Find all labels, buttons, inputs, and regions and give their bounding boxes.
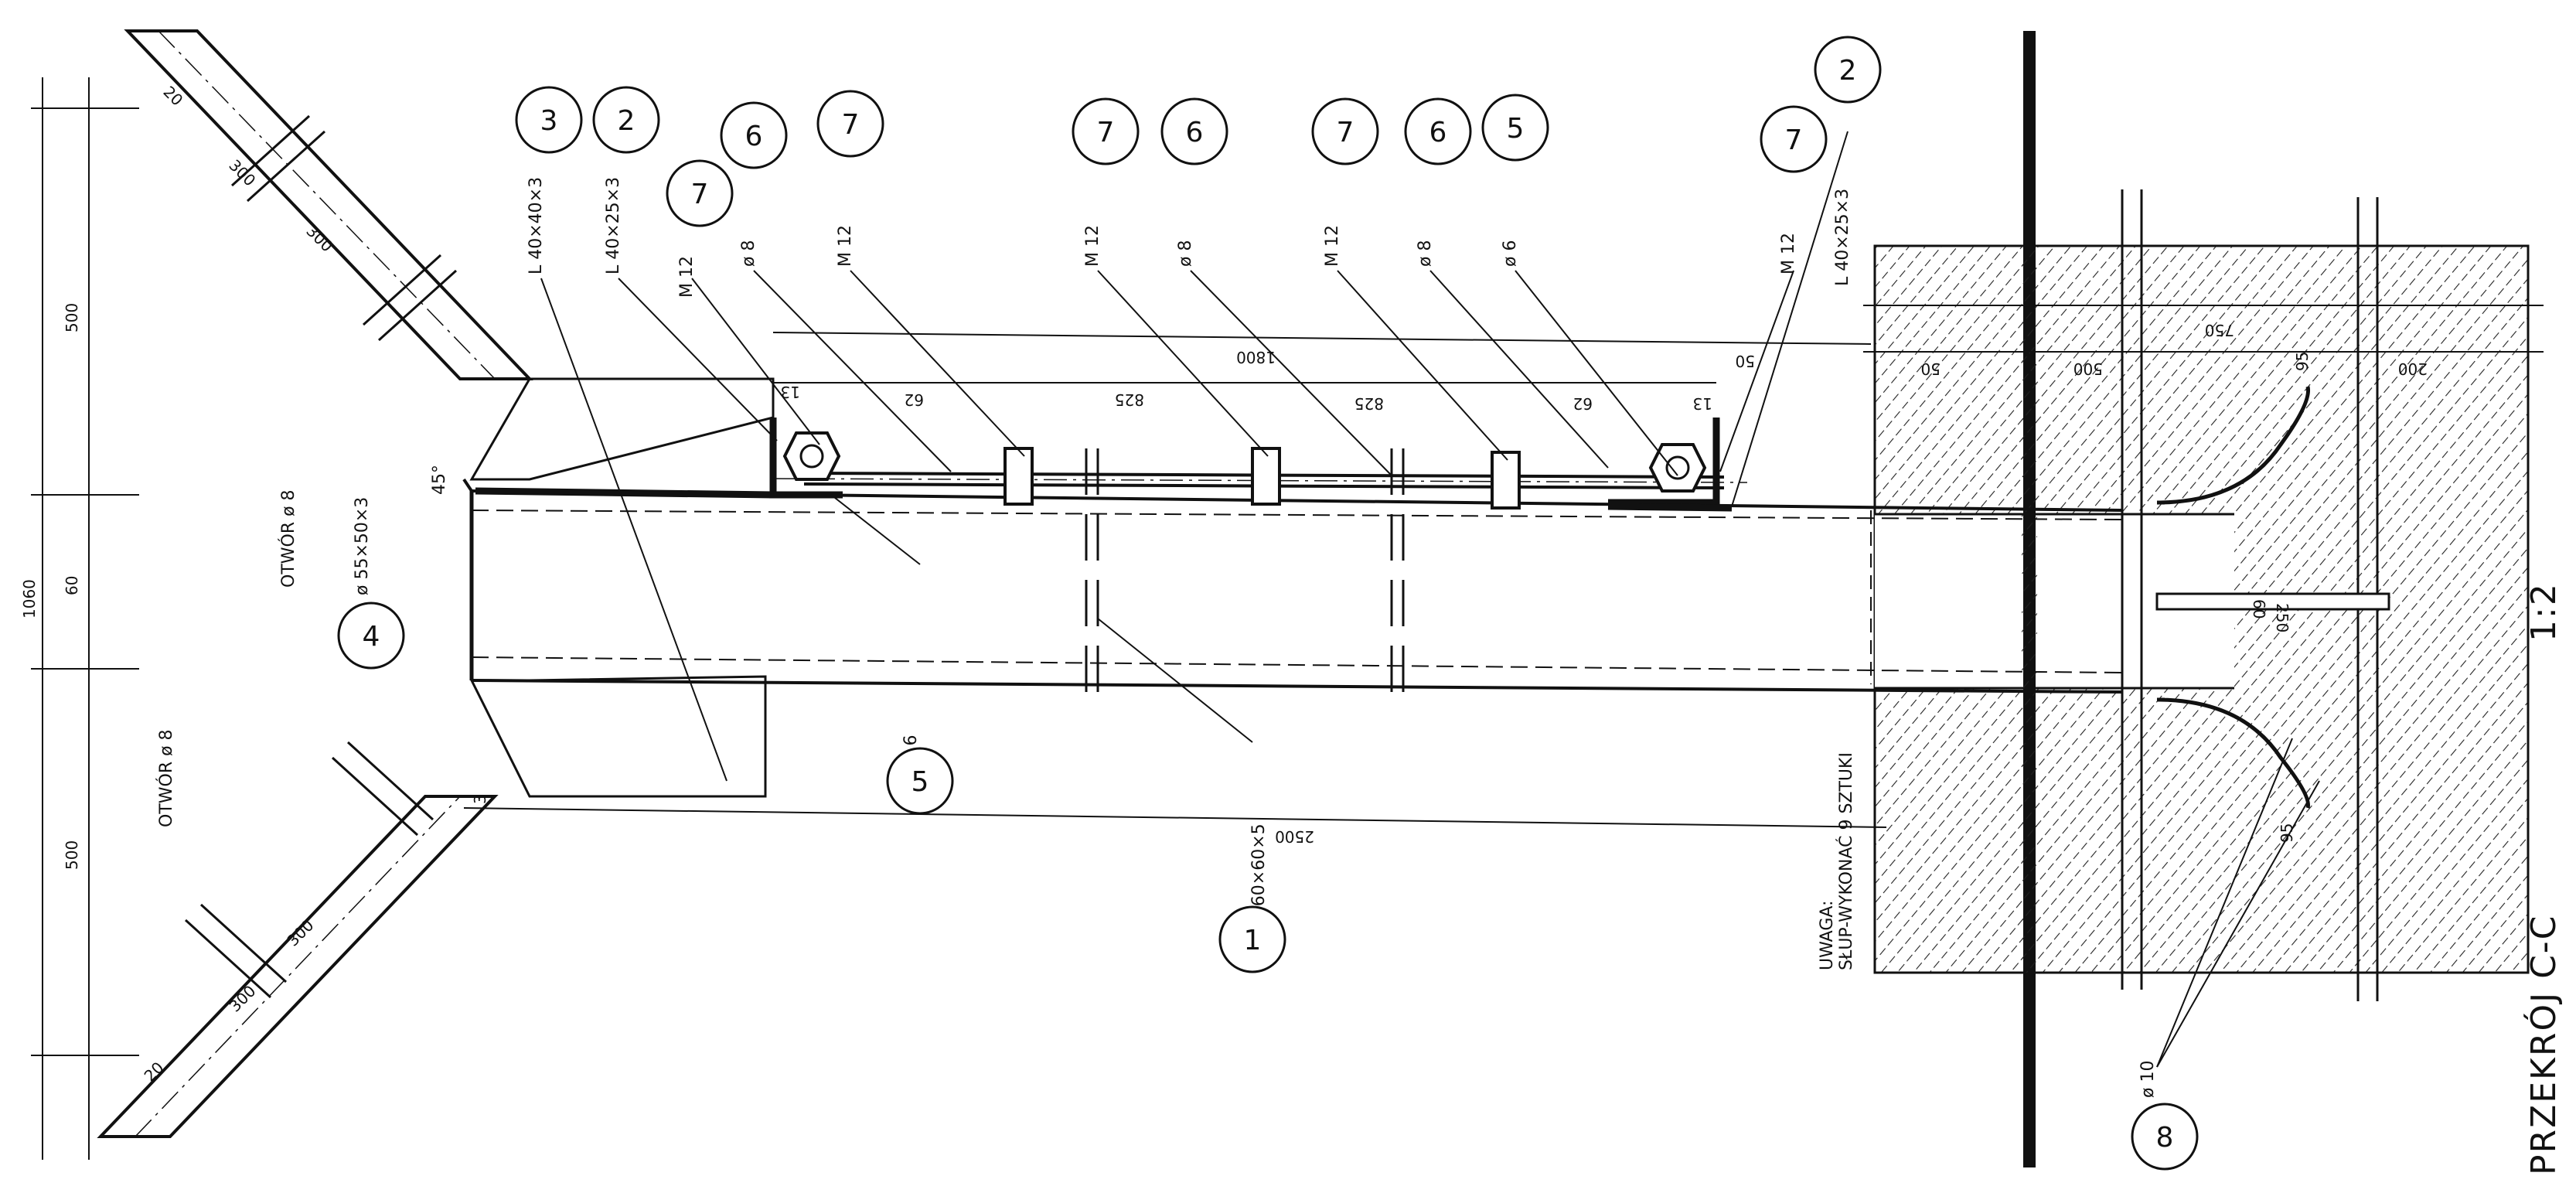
callout-5: 5 xyxy=(1481,94,1549,162)
hole-label-top: OTWÓR ø 8 xyxy=(278,489,298,588)
callout-3: 3 xyxy=(515,86,583,154)
top-label: L 40×25×3 xyxy=(1833,189,1852,286)
dim-62b: 62 xyxy=(1573,394,1593,413)
text-labels: L 40×40×3 L 40×25×3 M 12 ø 8 M 12 M 12 ø… xyxy=(156,177,2564,1175)
callout-7a: 7 xyxy=(666,159,734,227)
svg-text:7: 7 xyxy=(842,109,860,141)
top-label: M 12 xyxy=(1323,225,1342,267)
dim-base-95b: 95 xyxy=(2278,823,2296,843)
callouts: 1 2 2 3 4 5 5 6 6 6 7 7 7 7 7 8 xyxy=(337,36,2199,1171)
callout-4: 4 xyxy=(337,602,405,670)
callout-5b: 5 xyxy=(886,747,954,815)
dim-small-3: 3 xyxy=(471,794,489,804)
dim-base-95a: 95 xyxy=(2293,352,2312,371)
dim-base-750: 750 xyxy=(2205,321,2234,339)
dim-13a: 13 xyxy=(781,383,800,401)
section-title: PRZEKRÓJ C-C xyxy=(2523,915,2564,1175)
leaders xyxy=(540,131,2320,1068)
dim-500-bottom: 500 xyxy=(63,840,81,870)
dim-1060: 1060 xyxy=(20,579,39,619)
top-label: ø 8 xyxy=(1416,240,1435,267)
callout-8: 8 xyxy=(2131,1103,2199,1171)
dim-base-50: 50 xyxy=(1921,360,1941,378)
svg-text:2: 2 xyxy=(1839,55,1857,87)
rod-assembly xyxy=(475,418,1748,512)
pipe-label: ø 55×50×3 xyxy=(353,497,372,595)
dim-825b: 825 xyxy=(1354,394,1384,413)
callout-2a: 2 xyxy=(592,86,660,154)
svg-text:5: 5 xyxy=(911,766,929,798)
callout-1: 1 xyxy=(1218,905,1286,973)
dim-base-250: 250 xyxy=(2273,603,2291,632)
dim-500-top: 500 xyxy=(63,303,81,332)
dim-arm-top-300a: 300 xyxy=(225,156,259,190)
svg-text:7: 7 xyxy=(1097,117,1115,148)
dim-base-60: 60 xyxy=(2250,599,2268,619)
note-text: SŁUP-WYKONAĆ 9 SZTUKI xyxy=(1836,752,1856,970)
dim-base-200: 200 xyxy=(2398,360,2428,378)
rebar-label: ø 10 xyxy=(2138,1061,2158,1098)
nut-right xyxy=(1648,443,1707,493)
callout-6b: 6 xyxy=(1160,97,1228,165)
nut-left xyxy=(782,431,841,481)
dim-62a: 62 xyxy=(905,390,924,409)
lower-arm xyxy=(97,675,767,1138)
callout-7b: 7 xyxy=(816,90,884,158)
section-scale: 1:2 xyxy=(2524,582,2564,642)
callout-7c: 7 xyxy=(1072,97,1140,165)
top-label: M 12 xyxy=(1083,225,1102,267)
dim-arm-top-300b: 300 xyxy=(302,222,336,256)
svg-text:6: 6 xyxy=(1429,117,1447,148)
left-dimension xyxy=(31,77,139,1160)
upper-arm xyxy=(124,29,775,493)
svg-text:6: 6 xyxy=(745,121,763,152)
dim-825a: 825 xyxy=(1115,390,1144,409)
top-label: ø 8 xyxy=(739,240,758,267)
top-label: ø 8 xyxy=(1176,240,1195,267)
length-dimensions xyxy=(463,332,1887,828)
callout-2b: 2 xyxy=(1814,36,1882,104)
note-heading: UWAGA: xyxy=(1818,901,1837,970)
top-label: L 40×40×3 xyxy=(526,177,546,274)
svg-text:6: 6 xyxy=(1186,117,1204,148)
top-label: M 12 xyxy=(677,256,697,298)
svg-text:1: 1 xyxy=(1244,925,1262,956)
dim-base-500: 500 xyxy=(2073,360,2103,378)
svg-text:3: 3 xyxy=(540,105,558,137)
svg-text:8: 8 xyxy=(2156,1122,2174,1154)
dim-arm-bot-300b: 300 xyxy=(226,982,260,1016)
hole-label-bottom: OTWÓR ø 8 xyxy=(156,729,176,827)
dim-13b: 13 xyxy=(1693,394,1712,413)
svg-text:4: 4 xyxy=(363,621,380,653)
foundation xyxy=(1863,31,2544,1167)
dim-2500: 2500 xyxy=(1275,827,1314,846)
dim-60: 60 xyxy=(63,576,81,595)
top-label: M 12 xyxy=(836,225,855,267)
svg-text:2: 2 xyxy=(618,105,635,137)
dim-arm-bot-20: 20 xyxy=(141,1058,168,1086)
top-label: M 12 xyxy=(1779,233,1798,274)
dim-1800: 1800 xyxy=(1236,348,1276,366)
svg-text:7: 7 xyxy=(1785,124,1803,156)
dim-50: 50 xyxy=(1736,352,1755,370)
callout-6c: 6 xyxy=(1404,97,1472,165)
callout-6a: 6 xyxy=(720,101,788,169)
svg-text:7: 7 xyxy=(1337,117,1354,148)
angle-label: 45° xyxy=(430,465,449,495)
top-label: L 40×25×3 xyxy=(604,177,623,274)
dim-arm-bot-300a: 300 xyxy=(284,916,318,950)
svg-text:7: 7 xyxy=(691,179,709,210)
callout-7e: 7 xyxy=(1760,105,1828,173)
svg-text:5: 5 xyxy=(1507,113,1525,145)
top-label: ø 6 xyxy=(1501,240,1520,267)
callout-7d: 7 xyxy=(1311,97,1379,165)
